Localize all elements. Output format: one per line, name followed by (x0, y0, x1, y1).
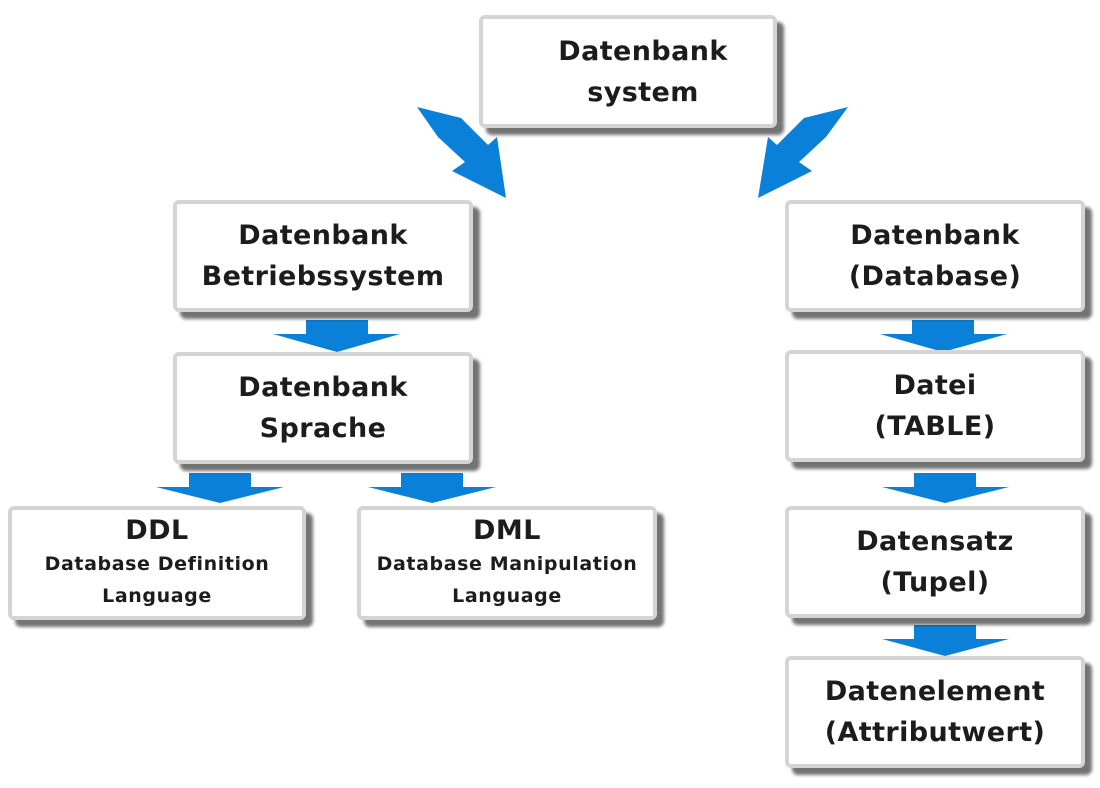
box-dml-title: DML (473, 515, 541, 546)
box-datenelement-attributwert: Datenelement (Attributwert) (785, 656, 1085, 768)
box-ddl-line2: Language (102, 585, 212, 607)
box-dbms-line2: Betriebssystem (201, 261, 445, 292)
box-datenbanksystem-line1: Datenbank (558, 35, 728, 67)
arrow-language-to-dml (368, 473, 496, 503)
box-dbms-line1: Datenbank (238, 220, 408, 251)
box-datenbank-sprache: Datenbank Sprache (173, 352, 473, 464)
box-ddl-line1: Database Definition (44, 553, 270, 575)
arrow-root-to-right (758, 107, 848, 198)
arrow-database-to-file (880, 320, 1007, 352)
box-dml: DML Database Manipulation Language (357, 506, 657, 620)
box-datensatz-tupel: Datensatz (Tupel) (785, 506, 1085, 618)
box-datenbank-betriebssystem: Datenbank Betriebssystem (173, 200, 473, 312)
box-file-line1: Datei (893, 370, 977, 401)
box-language-line1: Datenbank (238, 372, 408, 403)
box-datenbanksystem: Datenbank system (479, 15, 777, 128)
arrow-file-to-record (882, 473, 1009, 503)
box-database-line1: Datenbank (850, 220, 1020, 251)
box-language-line2: Sprache (259, 413, 387, 444)
arrow-language-to-ddl (156, 473, 284, 503)
arrow-record-to-element (882, 625, 1009, 656)
box-ddl-title: DDL (125, 515, 189, 546)
box-database-line2: (Database) (848, 261, 1022, 292)
box-datei-table: Datei (TABLE) (785, 350, 1085, 462)
box-ddl: DDL Database Definition Language (8, 506, 306, 620)
arrow-dbms-to-language (273, 320, 400, 352)
box-dml-line1: Database Manipulation (376, 553, 638, 575)
arrow-root-to-left (417, 107, 506, 198)
box-datenbank-database: Datenbank (Database) (785, 200, 1085, 312)
box-record-line1: Datensatz (856, 526, 1014, 557)
box-file-line2: (TABLE) (874, 411, 996, 442)
box-record-line2: (Tupel) (880, 567, 990, 598)
box-element-line1: Datenelement (824, 676, 1046, 707)
box-element-line2: (Attributwert) (824, 717, 1046, 748)
box-dml-line2: Language (452, 585, 562, 607)
box-datenbanksystem-line2: system (587, 76, 699, 108)
